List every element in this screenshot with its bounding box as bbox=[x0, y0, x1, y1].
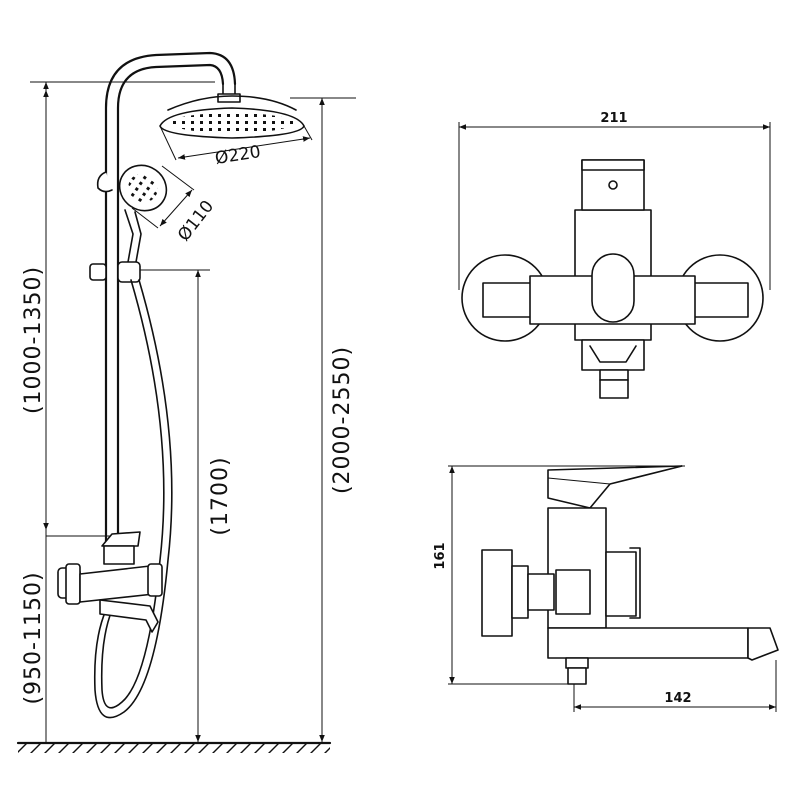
rain-diameter-label: Ø220 bbox=[214, 142, 262, 169]
mixer-height-label: (950-1150) bbox=[21, 571, 46, 704]
hand-shower-head bbox=[117, 164, 168, 265]
mixer-width-label: 211 bbox=[600, 111, 627, 126]
mixer-side-view: 161 142 bbox=[433, 465, 779, 712]
hand-diameter-dimension bbox=[131, 165, 195, 229]
floor-line bbox=[16, 741, 332, 753]
shower-column-view: (1000-1350) (950-1150) (1700) (2000-2550… bbox=[16, 51, 356, 753]
overall-height-dimension bbox=[30, 81, 356, 742]
arm-height-label: (1000-1350) bbox=[21, 266, 46, 414]
riser-pipe bbox=[104, 51, 237, 562]
shower-hose bbox=[93, 279, 173, 719]
rain-shower-head bbox=[159, 93, 305, 139]
slide-height-label: (1700) bbox=[208, 456, 233, 535]
spout-length-label: 142 bbox=[664, 691, 691, 706]
column-mixer bbox=[57, 531, 163, 633]
mixer-depth-label: 161 bbox=[433, 542, 448, 569]
slide-holder bbox=[89, 261, 141, 283]
upper-holder bbox=[96, 171, 113, 193]
mixer-top-view: 211 bbox=[458, 111, 771, 399]
hand-diameter-label: Ø110 bbox=[174, 197, 218, 245]
rain-diameter-dimension bbox=[159, 125, 313, 161]
overall-height-label: (2000-2550) bbox=[330, 346, 355, 494]
